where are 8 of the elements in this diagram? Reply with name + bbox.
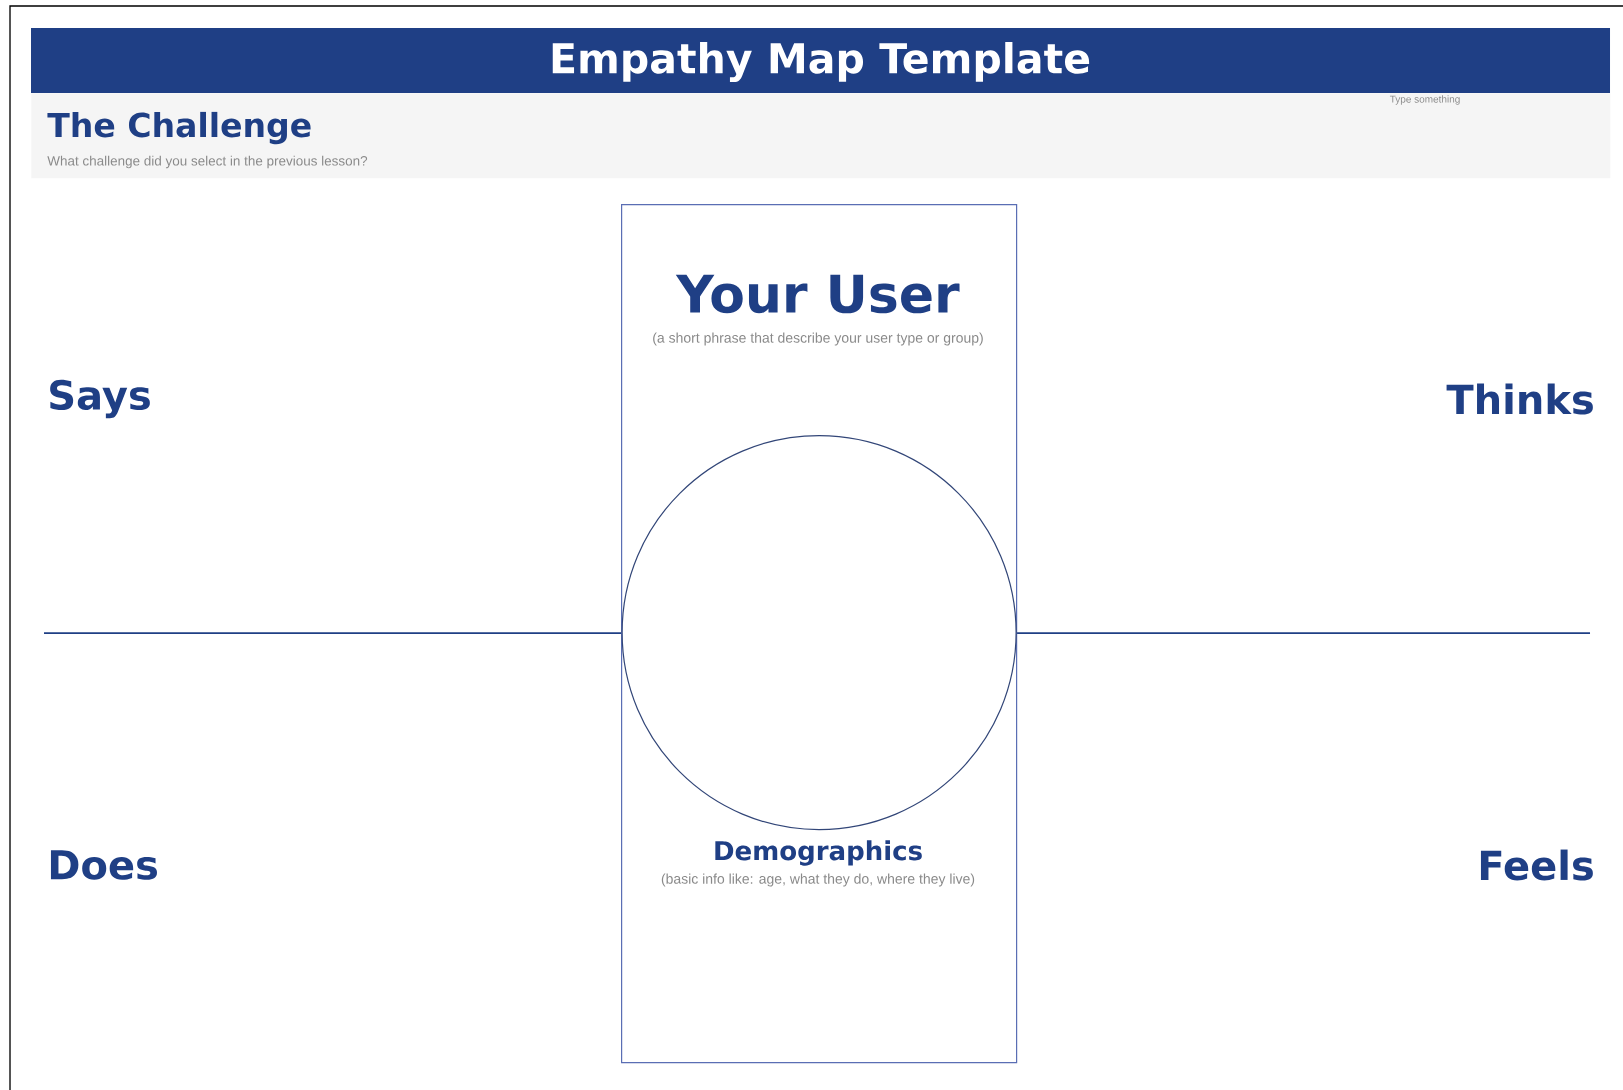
quadrant-heading: Says <box>50 379 150 419</box>
quadrant-heading: Thinks <box>1446 383 1593 415</box>
user-panel: Your User (a short phrase that describe your user type or group) Demographics (basic info like: age, what they do, where they live) <box>621 204 1018 1064</box>
quadrant-heading: Does <box>50 850 157 880</box>
placeholder-text: Type something <box>1389 95 1460 105</box>
circle <box>621 435 1017 831</box>
title-banner: Empathy Map Template <box>31 28 1610 93</box>
quadrant-heading: Feels <box>1480 849 1593 881</box>
